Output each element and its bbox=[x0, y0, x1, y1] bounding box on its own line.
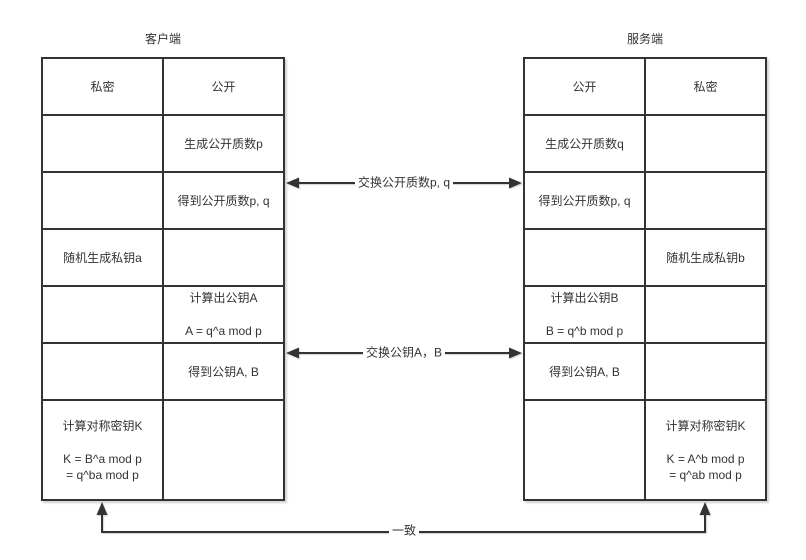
table-cell bbox=[646, 287, 765, 342]
table-cell bbox=[43, 287, 162, 342]
table-cell: 计算出公钥A A = q^a mod p bbox=[164, 287, 283, 342]
table-cell bbox=[646, 116, 765, 171]
table-cell bbox=[525, 401, 644, 499]
table-cell bbox=[43, 344, 162, 399]
arrowhead-left-icon bbox=[286, 347, 299, 359]
exchange-primes-label: 交换公开质数p, q bbox=[354, 175, 454, 191]
arrowhead-up-icon bbox=[96, 502, 108, 515]
table-cell: 得到公钥A, B bbox=[164, 344, 283, 399]
client-header-private: 私密 bbox=[43, 59, 162, 114]
client-title: 客户端 bbox=[144, 32, 181, 46]
table-cell bbox=[43, 173, 162, 228]
table-cell: 生成公开质数p bbox=[164, 116, 283, 171]
table-cell bbox=[43, 116, 162, 171]
table-cell: 随机生成私钥a bbox=[43, 230, 162, 285]
table-cell: 得到公开质数p, q bbox=[164, 173, 283, 228]
table-cell: 计算对称密钥K K = B^a mod p = q^ba mod p bbox=[43, 401, 162, 499]
table-cell bbox=[646, 173, 765, 228]
arrowhead-right-icon bbox=[509, 347, 522, 359]
table-cell: 得到公开质数p, q bbox=[525, 173, 644, 228]
table-cell: 得到公钥A, B bbox=[525, 344, 644, 399]
table-cell: 计算出公钥B B = q^b mod p bbox=[525, 287, 644, 342]
table-cell bbox=[164, 401, 283, 499]
server-header-private: 私密 bbox=[646, 59, 765, 114]
server-title: 服务端 bbox=[626, 32, 663, 46]
exchange-keys-label: 交换公钥A，B bbox=[362, 345, 446, 361]
server-table: 公开 私密 生成公开质数q 得到公开质数p, q 随机生成私钥b 计算出公钥B … bbox=[523, 57, 767, 501]
table-cell bbox=[525, 230, 644, 285]
client-table: 私密 公开 生成公开质数p 得到公开质数p, q 随机生成私钥a 计算出公钥A … bbox=[41, 57, 285, 501]
table-cell: 随机生成私钥b bbox=[646, 230, 765, 285]
arrowhead-up-icon bbox=[699, 502, 711, 515]
table-cell: 计算对称密钥K K = A^b mod p = q^ab mod p bbox=[646, 401, 765, 499]
table-cell bbox=[164, 230, 283, 285]
match-label: 一致 bbox=[388, 523, 420, 539]
table-cell: 生成公开质数q bbox=[525, 116, 644, 171]
arrowhead-right-icon bbox=[509, 177, 522, 189]
server-header-public: 公开 bbox=[525, 59, 644, 114]
arrowhead-left-icon bbox=[286, 177, 299, 189]
client-header-public: 公开 bbox=[164, 59, 283, 114]
table-cell bbox=[646, 344, 765, 399]
